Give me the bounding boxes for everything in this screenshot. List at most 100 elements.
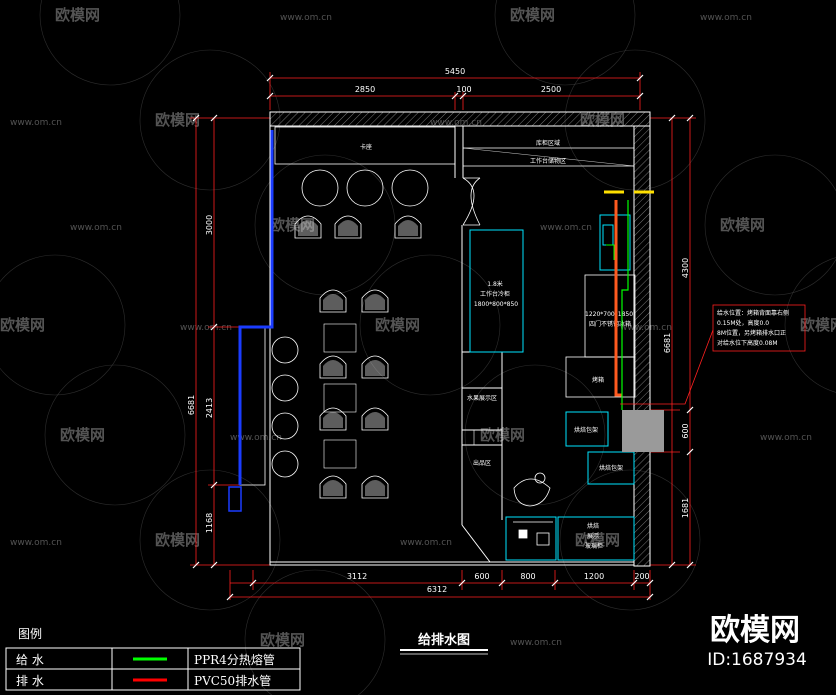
watermark-url: www.om.cn xyxy=(180,323,232,333)
dim-bottom-2: 600 xyxy=(474,572,489,581)
brand-logo: 欧模网 xyxy=(710,613,800,648)
chair-seat xyxy=(338,220,358,236)
legend-drain-desc: PVC50排水管 xyxy=(194,673,271,688)
dim-bottom-1: 3112 xyxy=(347,572,367,581)
stool xyxy=(271,450,299,478)
chair-seat xyxy=(323,294,343,310)
pipes xyxy=(228,130,654,512)
watermark-url: www.om.cn xyxy=(540,223,592,233)
dining-furniture xyxy=(271,169,429,499)
water-note: 给水位置：烤箱背面靠右侧 0.15M处，高度0.0 8M位置，另烤箱排水口正 对… xyxy=(717,309,791,347)
upper-zones xyxy=(274,126,635,167)
watermark-circle xyxy=(139,469,281,611)
dim-right-mid: 600 xyxy=(681,423,690,438)
chair-seat xyxy=(365,412,385,428)
round-table xyxy=(301,169,339,207)
room-counter: 1.8米 工作台冷柜 1800*800*850 xyxy=(474,280,518,308)
chair-seat xyxy=(323,480,343,496)
dim-left-total: 6681 xyxy=(187,395,196,415)
dim-left-bottom: 1168 xyxy=(205,513,214,533)
supply-pipe xyxy=(621,200,629,410)
watermark-circle xyxy=(559,469,701,611)
watermark-logo: 欧模网 xyxy=(55,6,100,24)
stool xyxy=(271,374,299,402)
drain-pipe xyxy=(614,200,622,397)
chair xyxy=(394,215,422,239)
watermark-url: www.om.cn xyxy=(700,13,752,23)
watermark-circle xyxy=(494,0,636,86)
watermark-url: www.om.cn xyxy=(510,638,562,648)
watermark-circle xyxy=(704,154,836,296)
watermark-circle xyxy=(244,569,386,695)
watermark-url: www.om.cn xyxy=(230,433,282,443)
legend: 图例 给 水 PPR4分热熔管 排 水 PVC50排水管 xyxy=(5,627,301,691)
door-swing xyxy=(462,177,481,226)
room-oven: 烤箱 xyxy=(592,376,604,384)
dim-bottom-3: 800 xyxy=(520,572,535,581)
watermark-url: www.om.cn xyxy=(400,538,452,548)
dim-left-top: 3000 xyxy=(205,215,214,235)
chair xyxy=(361,355,389,379)
watermark-circle xyxy=(359,254,501,396)
watermark-circle xyxy=(39,0,181,86)
room-dessert-display: 水果展示区 xyxy=(467,394,497,402)
brand-id: ID:1687934 xyxy=(707,650,807,670)
legend-supply-label: 给 水 xyxy=(16,653,44,667)
watermark-logo: 欧模网 xyxy=(260,631,305,649)
booth-sofa xyxy=(239,326,266,486)
chair-seat xyxy=(398,220,418,236)
room-booth: 卡座 xyxy=(360,143,372,151)
dim-right-top: 4300 xyxy=(681,258,690,278)
watermark-logo: 欧模网 xyxy=(270,216,315,234)
watermark-logo: 欧模网 xyxy=(800,316,836,334)
dimension-lines xyxy=(190,72,696,600)
watermark-circle xyxy=(784,257,836,393)
room-storage: 库柜区域 xyxy=(536,139,560,147)
dim-left-mid: 2413 xyxy=(205,398,214,418)
stool xyxy=(271,412,299,440)
watermark-url: www.om.cn xyxy=(760,433,812,443)
round-table xyxy=(391,169,429,207)
drawing-title: 给排水图 xyxy=(418,632,470,648)
chair xyxy=(334,215,362,239)
dimension-ticks xyxy=(192,74,694,601)
dim-top-mid: 100 xyxy=(456,85,471,94)
walls xyxy=(269,111,651,567)
watermark-circle xyxy=(0,254,126,396)
chair-seat xyxy=(365,360,385,376)
watermark-logo: 欧模网 xyxy=(480,426,525,444)
blue-pipe xyxy=(238,130,274,485)
drain-box xyxy=(622,410,664,452)
oven xyxy=(565,356,636,398)
watermark-logo: 欧模网 xyxy=(375,316,420,334)
stool xyxy=(271,336,299,364)
legend-supply-desc: PPR4分热熔管 xyxy=(194,652,275,667)
work-counter-fridge xyxy=(469,229,524,353)
chair xyxy=(361,475,389,499)
watermark-logo: 欧模网 xyxy=(155,111,200,129)
dim-right-total: 6681 xyxy=(663,333,672,353)
square-table xyxy=(323,323,357,353)
watermark-url: www.om.cn xyxy=(10,538,62,548)
square-table xyxy=(323,439,357,469)
room-pickup: 出品区 xyxy=(473,459,491,467)
sink-fixture xyxy=(513,472,553,546)
dim-top-right: 2500 xyxy=(541,85,561,94)
dim-top-left: 2850 xyxy=(355,85,375,94)
room-bake-rack-2: 烘焙包架 xyxy=(599,464,623,472)
watermark-logo: 欧模网 xyxy=(510,6,555,24)
watermark-logo: 欧模网 xyxy=(575,531,620,549)
chair xyxy=(319,289,347,313)
chair xyxy=(294,215,322,239)
room-work-storage: 工作台储物区 xyxy=(530,157,566,165)
chair-seat xyxy=(298,220,318,236)
chair xyxy=(319,407,347,431)
legend-heading: 图例 xyxy=(18,627,42,641)
room-fridge: 1220*700*1850 四门不锈钢冰箱 xyxy=(585,311,635,328)
dim-bottom-5: 200 xyxy=(634,572,649,581)
watermark-logo: 欧模网 xyxy=(720,216,765,234)
chair xyxy=(319,355,347,379)
square-table xyxy=(323,383,357,413)
water-note-callout xyxy=(620,304,806,405)
